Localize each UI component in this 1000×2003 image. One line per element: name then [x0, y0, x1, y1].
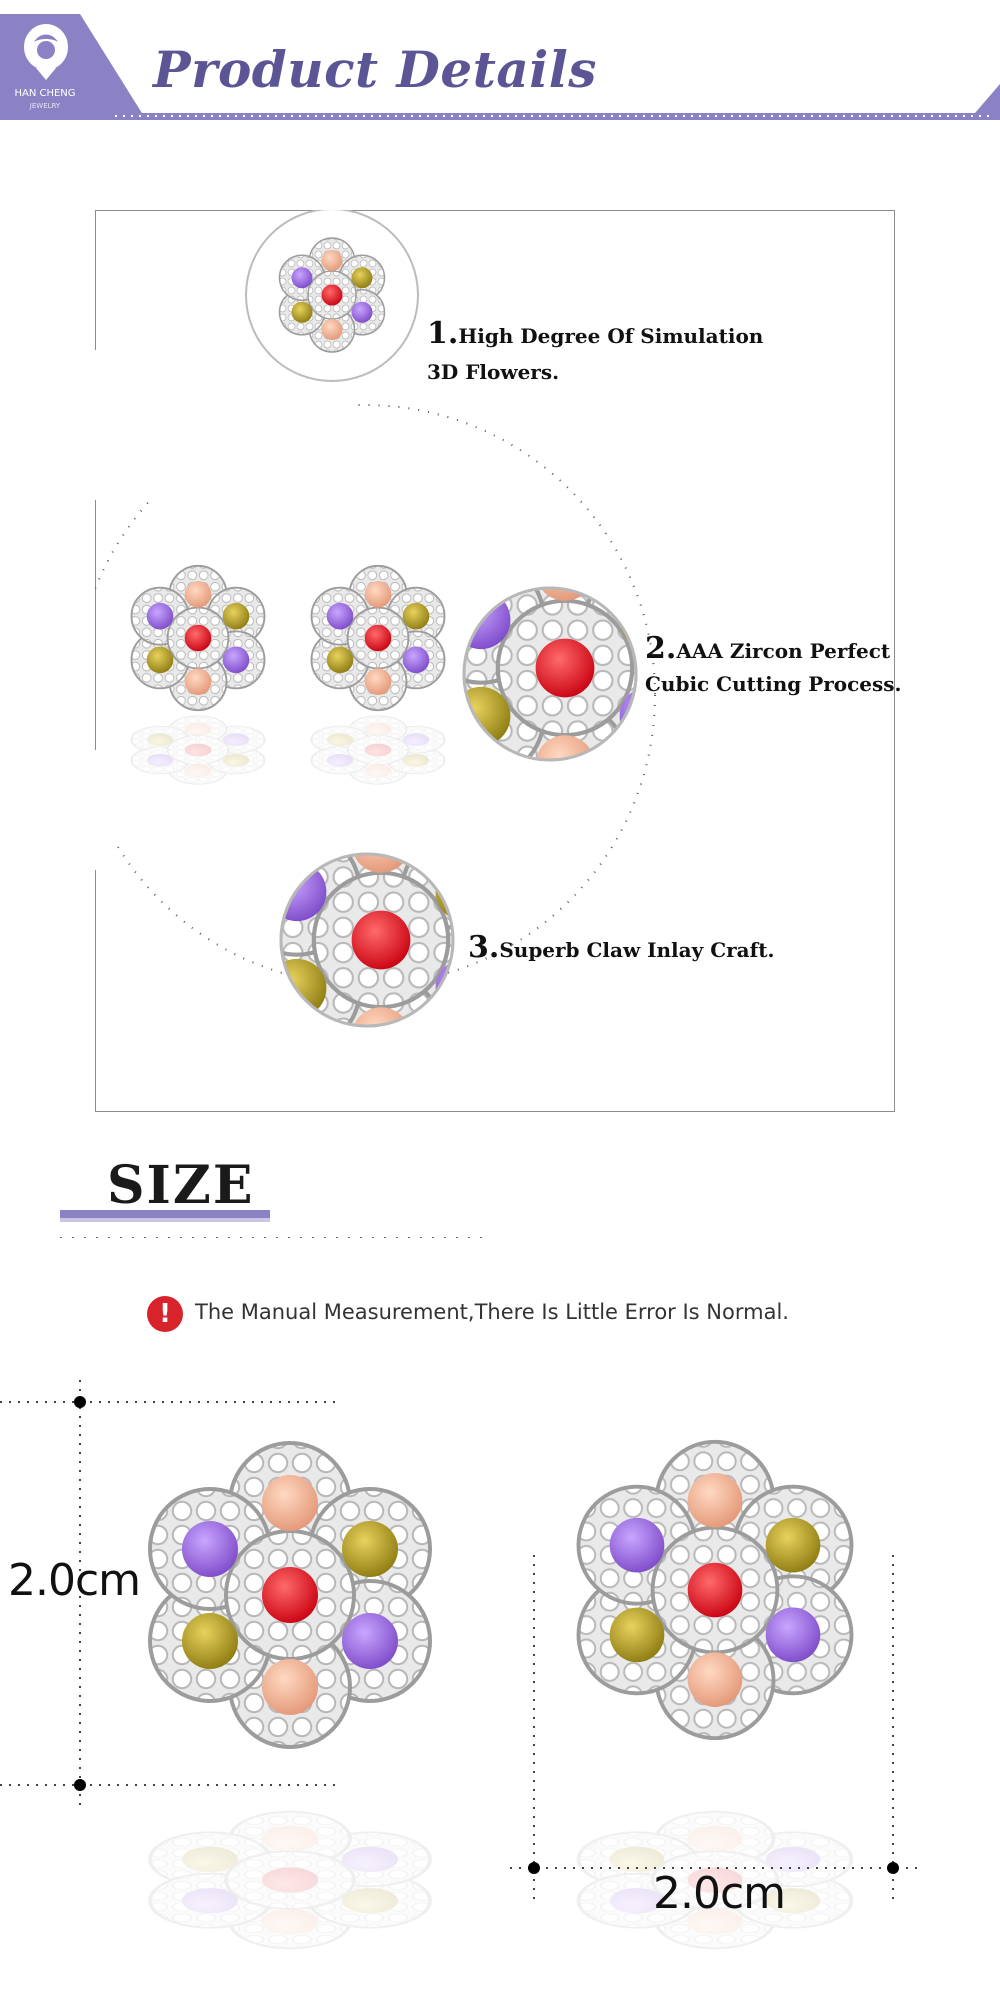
feature-2-line1: AAA Zircon Perfect [676, 639, 891, 663]
earring-large-right [576, 1439, 854, 1741]
warning-icon: ! [147, 1296, 183, 1332]
size-heading: SIZE [107, 1155, 255, 1216]
feature-1-line2: 3D Flowers. [427, 360, 560, 384]
width-label: 2.0cm [653, 1868, 786, 1919]
page-title: Product Details [153, 40, 597, 99]
size-heading-bar [60, 1210, 270, 1218]
zoom-circle-claw [279, 852, 455, 1028]
size-illustration [0, 1380, 920, 1951]
earring-large-left [148, 1441, 432, 1749]
size-divider [60, 1237, 490, 1238]
details-illustration [95, 210, 656, 1028]
zoom-circle-zircon [462, 586, 638, 762]
feature-1-number: 1. [427, 316, 459, 351]
feature-1: 1.High Degree Of Simulation 3D Flowers. [427, 316, 763, 390]
brand-subtitle: JEWELRY [29, 102, 61, 110]
measurement-notice: The Manual Measurement,There Is Little E… [195, 1300, 789, 1324]
brand-logo-icon [24, 24, 68, 80]
feature-2-line2: Cubic Cutting Process. [645, 672, 902, 696]
feature-1-line1: High Degree Of Simulation [458, 324, 764, 348]
details-frame [95, 210, 895, 1112]
zoom-circle-flower [245, 210, 419, 382]
feature-2-number: 2. [645, 631, 677, 666]
height-label: 2.0cm [8, 1555, 141, 1606]
feature-2: 2.AAA Zircon Perfect Cubic Cutting Proce… [645, 632, 902, 701]
earring-left [130, 564, 266, 712]
feature-3-line1: Superb Claw Inlay Craft. [499, 938, 775, 962]
feature-3-number: 3. [468, 930, 500, 965]
brand-name: HAN CHENG [14, 88, 76, 99]
size-heading-bar-shade [60, 1218, 270, 1222]
feature-3: 3.Superb Claw Inlay Craft. [468, 930, 774, 968]
earring-right [310, 564, 446, 712]
